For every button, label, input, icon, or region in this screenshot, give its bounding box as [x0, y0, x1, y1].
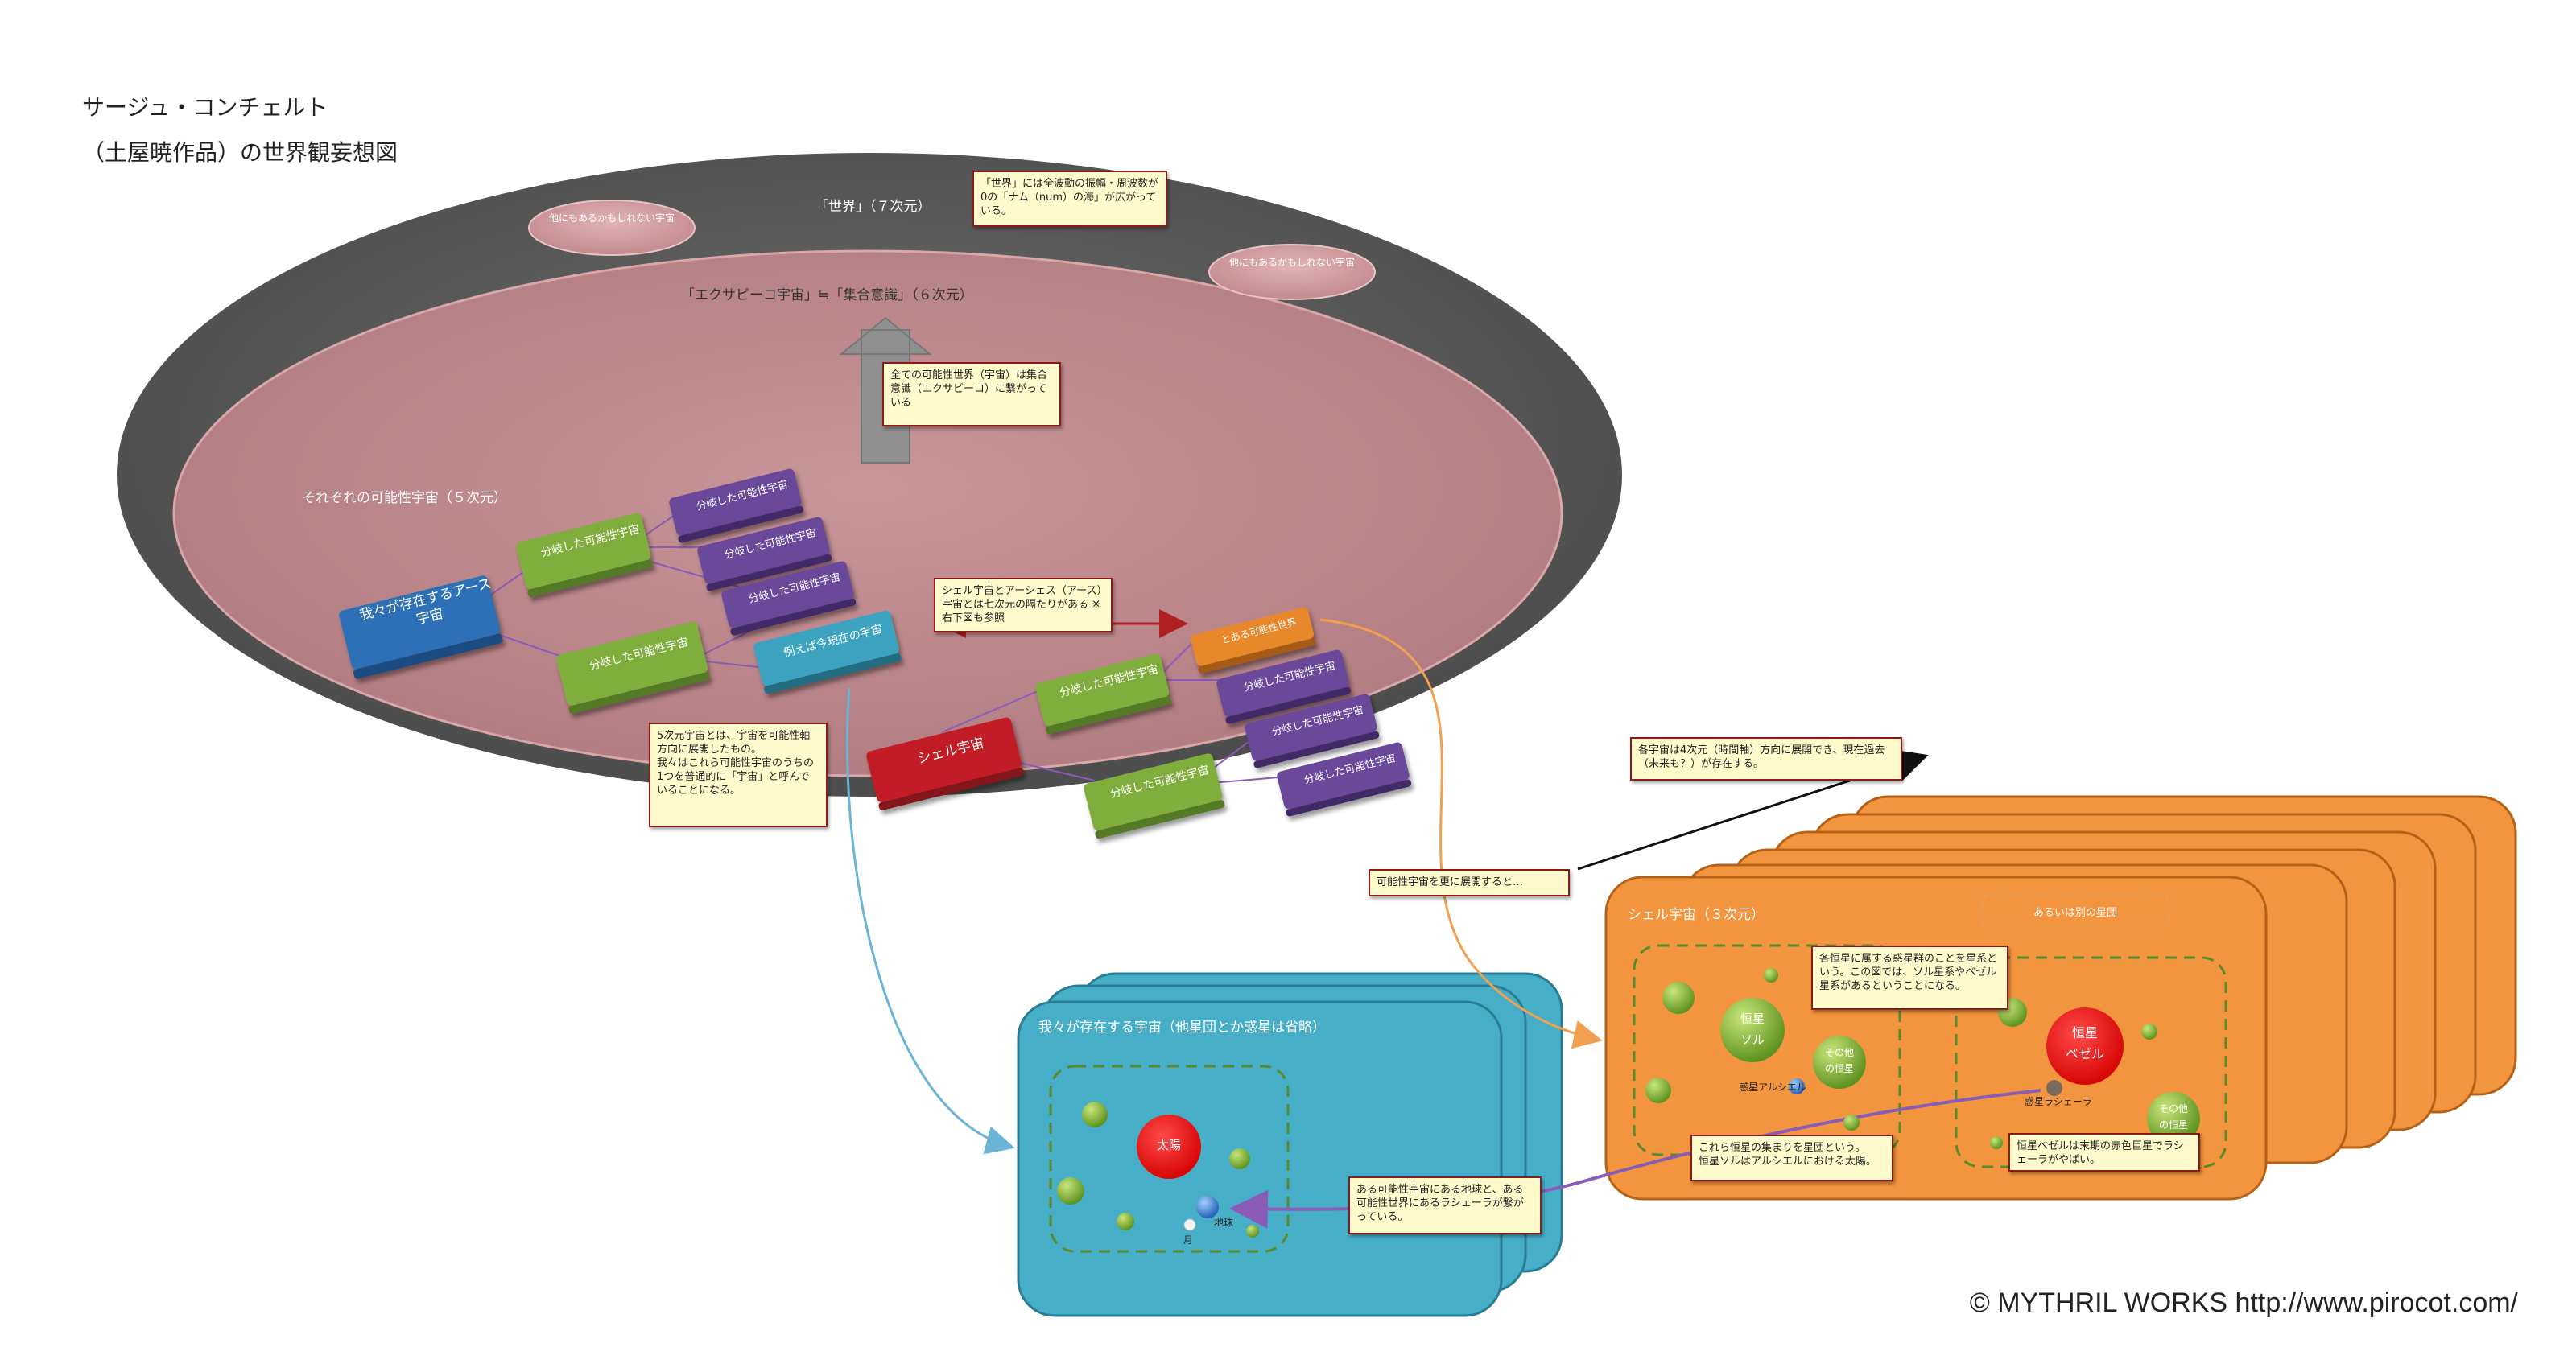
title-line-2: （土屋暁作品）の世界観妄想図 — [82, 139, 398, 166]
other-star-label-2b: の恒星 — [2158, 1119, 2188, 1131]
branch-block-9[interactable] — [1244, 693, 1380, 768]
planet-icon — [1990, 1136, 2003, 1149]
rashela-label: 惑星ラシェーラ — [2025, 1096, 2092, 1107]
note-planets: 各恒星に属する惑星群のことを星系という。この図では、ソル星系やベゼル星系があると… — [1811, 946, 2008, 1010]
branch-block-1[interactable] — [515, 512, 654, 598]
note-expand: 可能性宇宙を更に展開すると… — [1368, 869, 1570, 896]
branch-block-10[interactable] — [1276, 741, 1412, 817]
sun-cluster-box — [1049, 1065, 1290, 1253]
sol-label-1: 恒星 — [1740, 1012, 1765, 1026]
planet-icon — [1246, 1225, 1259, 1238]
branch-block-4[interactable] — [696, 516, 832, 591]
note-link: ある可能性宇宙にある地球と、ある可能性世界にあるラシェーラが繋がっている。 — [1348, 1176, 1542, 1234]
arciel-label: 惑星アルシエル — [1739, 1082, 1806, 1093]
sol-label-2: ソル — [1740, 1032, 1765, 1047]
planet-icon — [1764, 968, 1778, 983]
earth-label: 地球 — [1214, 1217, 1234, 1228]
other-star-label-2a: その他 — [2158, 1103, 2188, 1115]
planet-icon — [1082, 1102, 1108, 1127]
current-universe-block[interactable] — [753, 610, 902, 694]
bezel-label-2: ベゼル — [2065, 1046, 2104, 1061]
earth-icon — [1196, 1196, 1219, 1218]
copyright: © MYTHRIL WORKS http://www.pirocot.com/ — [1969, 1288, 2518, 1318]
other-universe-label-1: 他にもあるかもしれない宇宙 — [548, 212, 675, 224]
planet-icon — [1843, 1115, 1860, 1131]
other-cluster-box — [1981, 894, 2169, 928]
note-exa: 全ての可能性世界（宇宙）は集合意識（エクサピーコ）に繋がっている — [882, 362, 1061, 426]
planet-icon — [1117, 1213, 1134, 1230]
shell-panel-title: シェル宇宙（３次元） — [1628, 907, 1765, 923]
note-timeaxis: 各宇宙は4次元（時間軸）方向に展開でき、現在過去（未来も？）が存在する。 — [1630, 737, 1902, 781]
bezel-star-icon — [2046, 1007, 2124, 1085]
arciel-icon — [1789, 1078, 1805, 1094]
title-line-1: サージュ・コンチェルト — [82, 94, 328, 121]
note-shell-earth: シェル宇宙とアーシェス（アース）宇宙とは七次元の隔たりがある ※右下図も参照 — [934, 578, 1113, 632]
branch-block-8[interactable] — [1216, 649, 1352, 724]
branch-block-6[interactable] — [1034, 653, 1172, 735]
sun-icon — [1137, 1115, 1201, 1179]
planet-icon — [1662, 982, 1695, 1014]
shell-universe-block[interactable] — [865, 716, 1025, 811]
other-star-icon — [1813, 1036, 1866, 1089]
bezel-cluster-box — [1955, 956, 2227, 1168]
blue-curve-arrow — [845, 687, 1015, 1155]
other-star-label-1a: その他 — [1824, 1047, 1854, 1058]
bezel-label-1: 恒星 — [2071, 1025, 2098, 1040]
exa-label: 「エクサピーコ宇宙」≒「集合意識」（６次元） — [681, 287, 973, 303]
note-world: 「世界」には全波動の振幅・周波数が0の「ナム（num）の海」が広がっている。 — [972, 171, 1167, 227]
sol-star-icon — [1720, 998, 1785, 1062]
other-star-label-1b: の恒星 — [1824, 1063, 1854, 1074]
branch-block-7[interactable] — [1083, 752, 1225, 839]
rashela-icon — [2046, 1080, 2062, 1096]
other-universe-1 — [528, 200, 696, 256]
other-universe-2 — [1208, 244, 1376, 300]
some-world-block[interactable] — [1190, 607, 1316, 674]
planet-icon — [1229, 1148, 1250, 1169]
planet-icon — [2141, 1024, 2157, 1040]
other-universe-label-2: 他にもあるかもしれない宇宙 — [1228, 257, 1355, 268]
other-cluster-label: あるいは別の星団 — [2033, 906, 2117, 919]
world-label: 「世界」（７次元） — [815, 199, 931, 215]
branch-block-3[interactable] — [668, 468, 804, 543]
note-fivedim: 5次元宇宙とは、宇宙を可能性軸方向に展開したもの。 我々はこれら可能性宇宙のうち… — [649, 723, 828, 827]
moon-icon — [1183, 1218, 1196, 1231]
branch-block-5[interactable] — [720, 560, 857, 636]
possible-label: それぞれの可能性宇宙（５次元） — [302, 490, 507, 506]
moon-label: 月 — [1183, 1234, 1194, 1246]
branch-block-2[interactable] — [555, 620, 711, 714]
planet-icon — [1645, 1078, 1671, 1103]
planet-icon — [1057, 1177, 1084, 1205]
sun-label: 太陽 — [1156, 1138, 1181, 1152]
earth-panel-title: 我々が存在する宇宙（他星団とか惑星は省略） — [1038, 1020, 1326, 1036]
note-cluster: これら恒星の集まりを星団という。 恒星ソルはアルシエルにおける太陽。 — [1690, 1135, 1893, 1181]
note-bezel: 恒星ベゼルは末期の赤色巨星でラシェーラがやばい。 — [2008, 1133, 2200, 1172]
other-star-icon — [2147, 1092, 2200, 1145]
earth-universe-block[interactable] — [338, 575, 503, 679]
